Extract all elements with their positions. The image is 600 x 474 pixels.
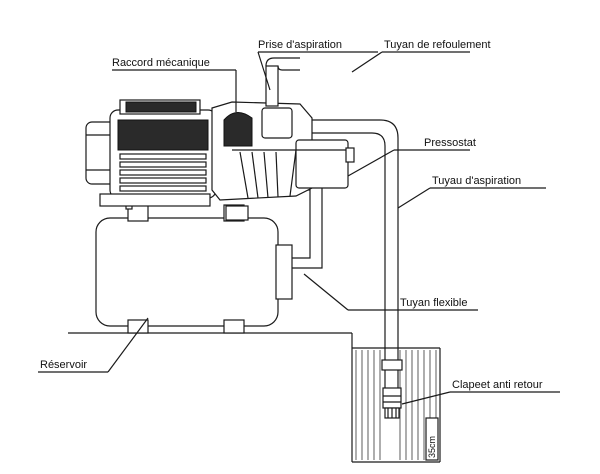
label-tuyau-aspiration: Tuyau d'aspiration — [432, 175, 521, 187]
label-tuyan-flexible: Tuyan flexible — [400, 297, 467, 309]
pump-head — [211, 57, 355, 221]
label-pressostat: Pressostat — [424, 137, 476, 149]
check-valve — [382, 387, 402, 419]
label-prise-aspiration: Prise d'aspiration — [258, 39, 342, 51]
suction-pipe — [310, 119, 403, 388]
depth-marker-text: 35cm — [427, 436, 437, 458]
motor-fins — [119, 153, 207, 192]
depth-marker: 35cm — [425, 417, 439, 461]
ground-line — [68, 332, 441, 462]
label-raccord-mecanique: Raccord mécanique — [112, 57, 210, 69]
label-reservoir: Réservoir — [40, 359, 87, 371]
leader-lines — [38, 51, 560, 405]
label-clapet-anti-retour: Clapeet anti retour — [452, 379, 543, 391]
reservoir-tank — [95, 202, 293, 334]
label-tuyan-refoulement: Tuyan de refoulement — [384, 39, 491, 51]
motor — [85, 99, 217, 207]
